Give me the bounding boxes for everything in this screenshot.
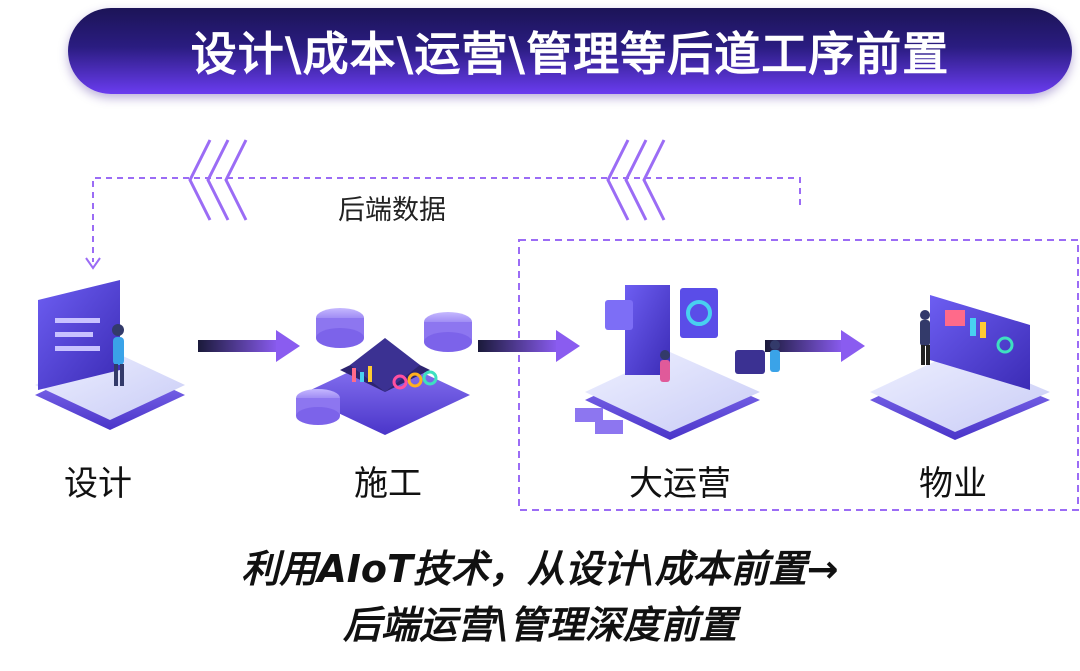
stage-label-property: 物业	[919, 464, 987, 504]
stage-label-construction: 施工	[354, 464, 422, 504]
property-illustration	[870, 295, 1050, 440]
construction-illustration	[296, 308, 472, 435]
stage-label-operations: 大运营	[629, 464, 731, 504]
chevron-left-icon	[606, 139, 666, 221]
summary-line-1: 利用AIoT技术，从设计\成本前置→	[241, 547, 839, 591]
feedback-loop	[85, 177, 801, 270]
operations-group-frame	[518, 239, 1079, 511]
banner-title: 设计\成本\运营\管理等后道工序前置	[190, 27, 950, 81]
flow-arrow-construction-to-operations	[478, 330, 580, 362]
operations-illustration	[575, 285, 780, 440]
feedback-data-label: 后端数据	[338, 195, 446, 226]
flow-arrow-operations-to-property	[765, 330, 865, 362]
design-illustration	[35, 280, 185, 430]
title-banner: 设计\成本\运营\管理等后道工序前置	[68, 8, 1072, 94]
chevron-left-icon	[188, 139, 248, 221]
stage-label-design: 设计	[64, 464, 132, 504]
summary-line-2: 后端运营\管理深度前置	[343, 603, 737, 647]
flow-arrow-design-to-construction	[198, 330, 300, 362]
